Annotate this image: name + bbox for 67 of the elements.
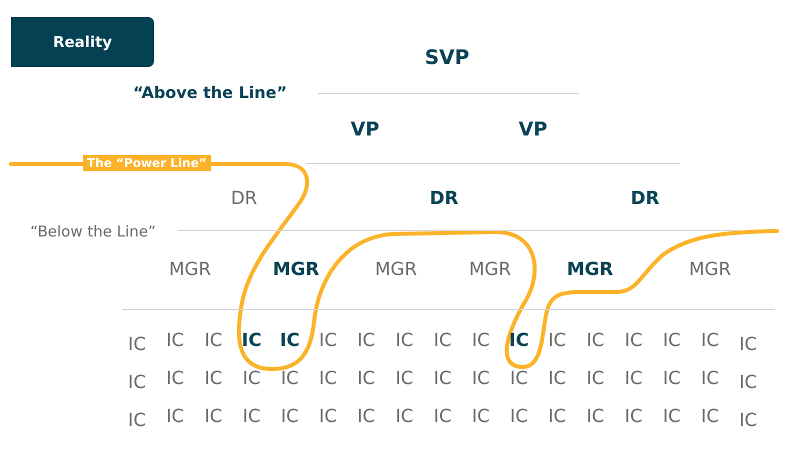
role-label: IC <box>319 332 337 350</box>
role-label: IC <box>739 374 758 392</box>
role-label: IC <box>395 332 414 350</box>
role-label: IC <box>472 370 490 388</box>
role-label: IC <box>701 332 719 350</box>
role-label: IC <box>739 336 758 354</box>
role-label: IC <box>510 370 528 388</box>
role-label: SVP <box>424 47 470 67</box>
role-label: IC <box>128 336 146 354</box>
role-label: IC <box>357 370 376 388</box>
role-label: MGR <box>689 261 731 279</box>
role-label: IC <box>204 370 222 388</box>
role-label: MGR <box>566 261 614 279</box>
role-label: IC <box>166 332 184 350</box>
role-label: MGR <box>375 261 417 279</box>
role-label: IC <box>586 408 604 426</box>
role-label: MGR <box>169 261 211 279</box>
role-label: DR <box>430 190 458 208</box>
role-label: IC <box>662 408 681 426</box>
role-label: IC <box>701 370 719 388</box>
role-label: IC <box>624 332 643 350</box>
role-label: VP <box>350 120 380 140</box>
role-label: IC <box>509 332 529 350</box>
role-label: IC <box>434 332 452 350</box>
role-label: IC <box>548 370 566 388</box>
role-label: IC <box>662 370 681 388</box>
role-label: IC <box>662 332 681 350</box>
role-label: IC <box>357 408 376 426</box>
role-label: IC <box>204 332 222 350</box>
role-label: IC <box>242 370 261 388</box>
header-tab: Reality <box>11 17 154 67</box>
role-label: IC <box>586 332 604 350</box>
role-label: IC <box>280 408 299 426</box>
role-label: DR <box>230 190 258 208</box>
role-label: IC <box>624 370 643 388</box>
role-label: IC <box>472 408 490 426</box>
role-label: IC <box>739 412 758 430</box>
role-label: IC <box>548 332 566 350</box>
role-label: IC <box>701 408 719 426</box>
role-label: IC <box>128 412 146 430</box>
role-label: IC <box>624 408 643 426</box>
role-label: IC <box>242 408 261 426</box>
role-label: IC <box>166 370 184 388</box>
role-label: IC <box>166 408 184 426</box>
role-label: DR <box>630 190 660 208</box>
role-label: IC <box>128 374 146 392</box>
role-label: IC <box>434 370 452 388</box>
role-label: MGR <box>469 261 511 279</box>
role-label: IC <box>280 370 299 388</box>
role-label: IC <box>280 332 300 350</box>
role-label: IC <box>395 408 414 426</box>
zone-label: “Above the Line” <box>132 85 288 101</box>
role-label: IC <box>204 408 222 426</box>
role-label: IC <box>357 332 376 350</box>
role-label: IC <box>472 332 490 350</box>
role-label: IC <box>319 370 337 388</box>
role-label: IC <box>395 370 414 388</box>
role-label: IC <box>586 370 604 388</box>
zone-label: “Below the Line” <box>30 224 156 240</box>
role-label: MGR <box>272 261 320 279</box>
role-label: IC <box>548 408 566 426</box>
role-label: IC <box>510 408 528 426</box>
role-label: IC <box>319 408 337 426</box>
role-label: VP <box>518 120 548 140</box>
role-label: IC <box>434 408 452 426</box>
role-label: IC <box>242 332 262 350</box>
line-label-tag: The “Power Line” <box>83 155 211 171</box>
